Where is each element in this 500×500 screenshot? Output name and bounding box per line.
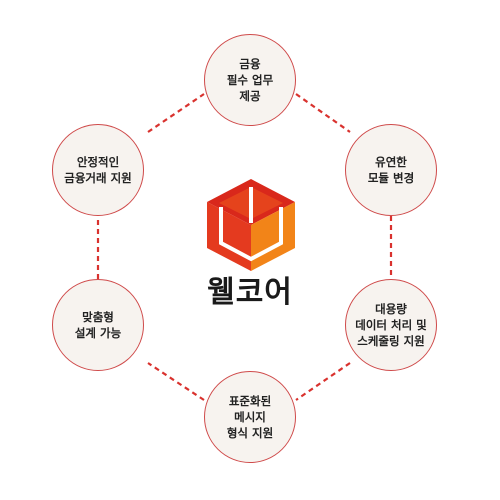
- brand-logo-icon: [207, 179, 295, 271]
- logo-w-mark: [219, 187, 283, 262]
- feature-node-stable-transactions: 안정적인 금융거래 지원: [52, 124, 144, 216]
- connector-bottom-lower-left: [147, 362, 205, 401]
- connector-upper-left-top: [147, 93, 205, 133]
- feature-label: 유연한 모듈 변경: [367, 155, 415, 185]
- feature-label: 대용량 데이터 처리 및 스케줄링 지원: [355, 302, 427, 348]
- connector-lower-right-bottom: [295, 362, 351, 401]
- feature-node-flexible-modules: 유연한 모듈 변경: [345, 124, 437, 216]
- feature-node-standard-message-format: 표준화된 메시지 형식 지원: [204, 371, 296, 463]
- connector-top-upper-right: [295, 93, 351, 133]
- feature-node-financial-operations: 금융 필수 업무 제공: [204, 34, 296, 126]
- feature-label: 표준화된 메시지 형식 지원: [226, 394, 274, 440]
- feature-node-bulk-data-scheduling: 대용량 데이터 처리 및 스케줄링 지원: [345, 279, 437, 371]
- feature-label: 맞춤형 설계 가능: [74, 310, 122, 340]
- feature-node-custom-design: 맞춤형 설계 가능: [52, 279, 144, 371]
- feature-label: 금융 필수 업무 제공: [226, 57, 274, 103]
- feature-label: 안정적인 금융거래 지원: [64, 155, 132, 185]
- brand-wordmark: 웰코어: [207, 275, 293, 310]
